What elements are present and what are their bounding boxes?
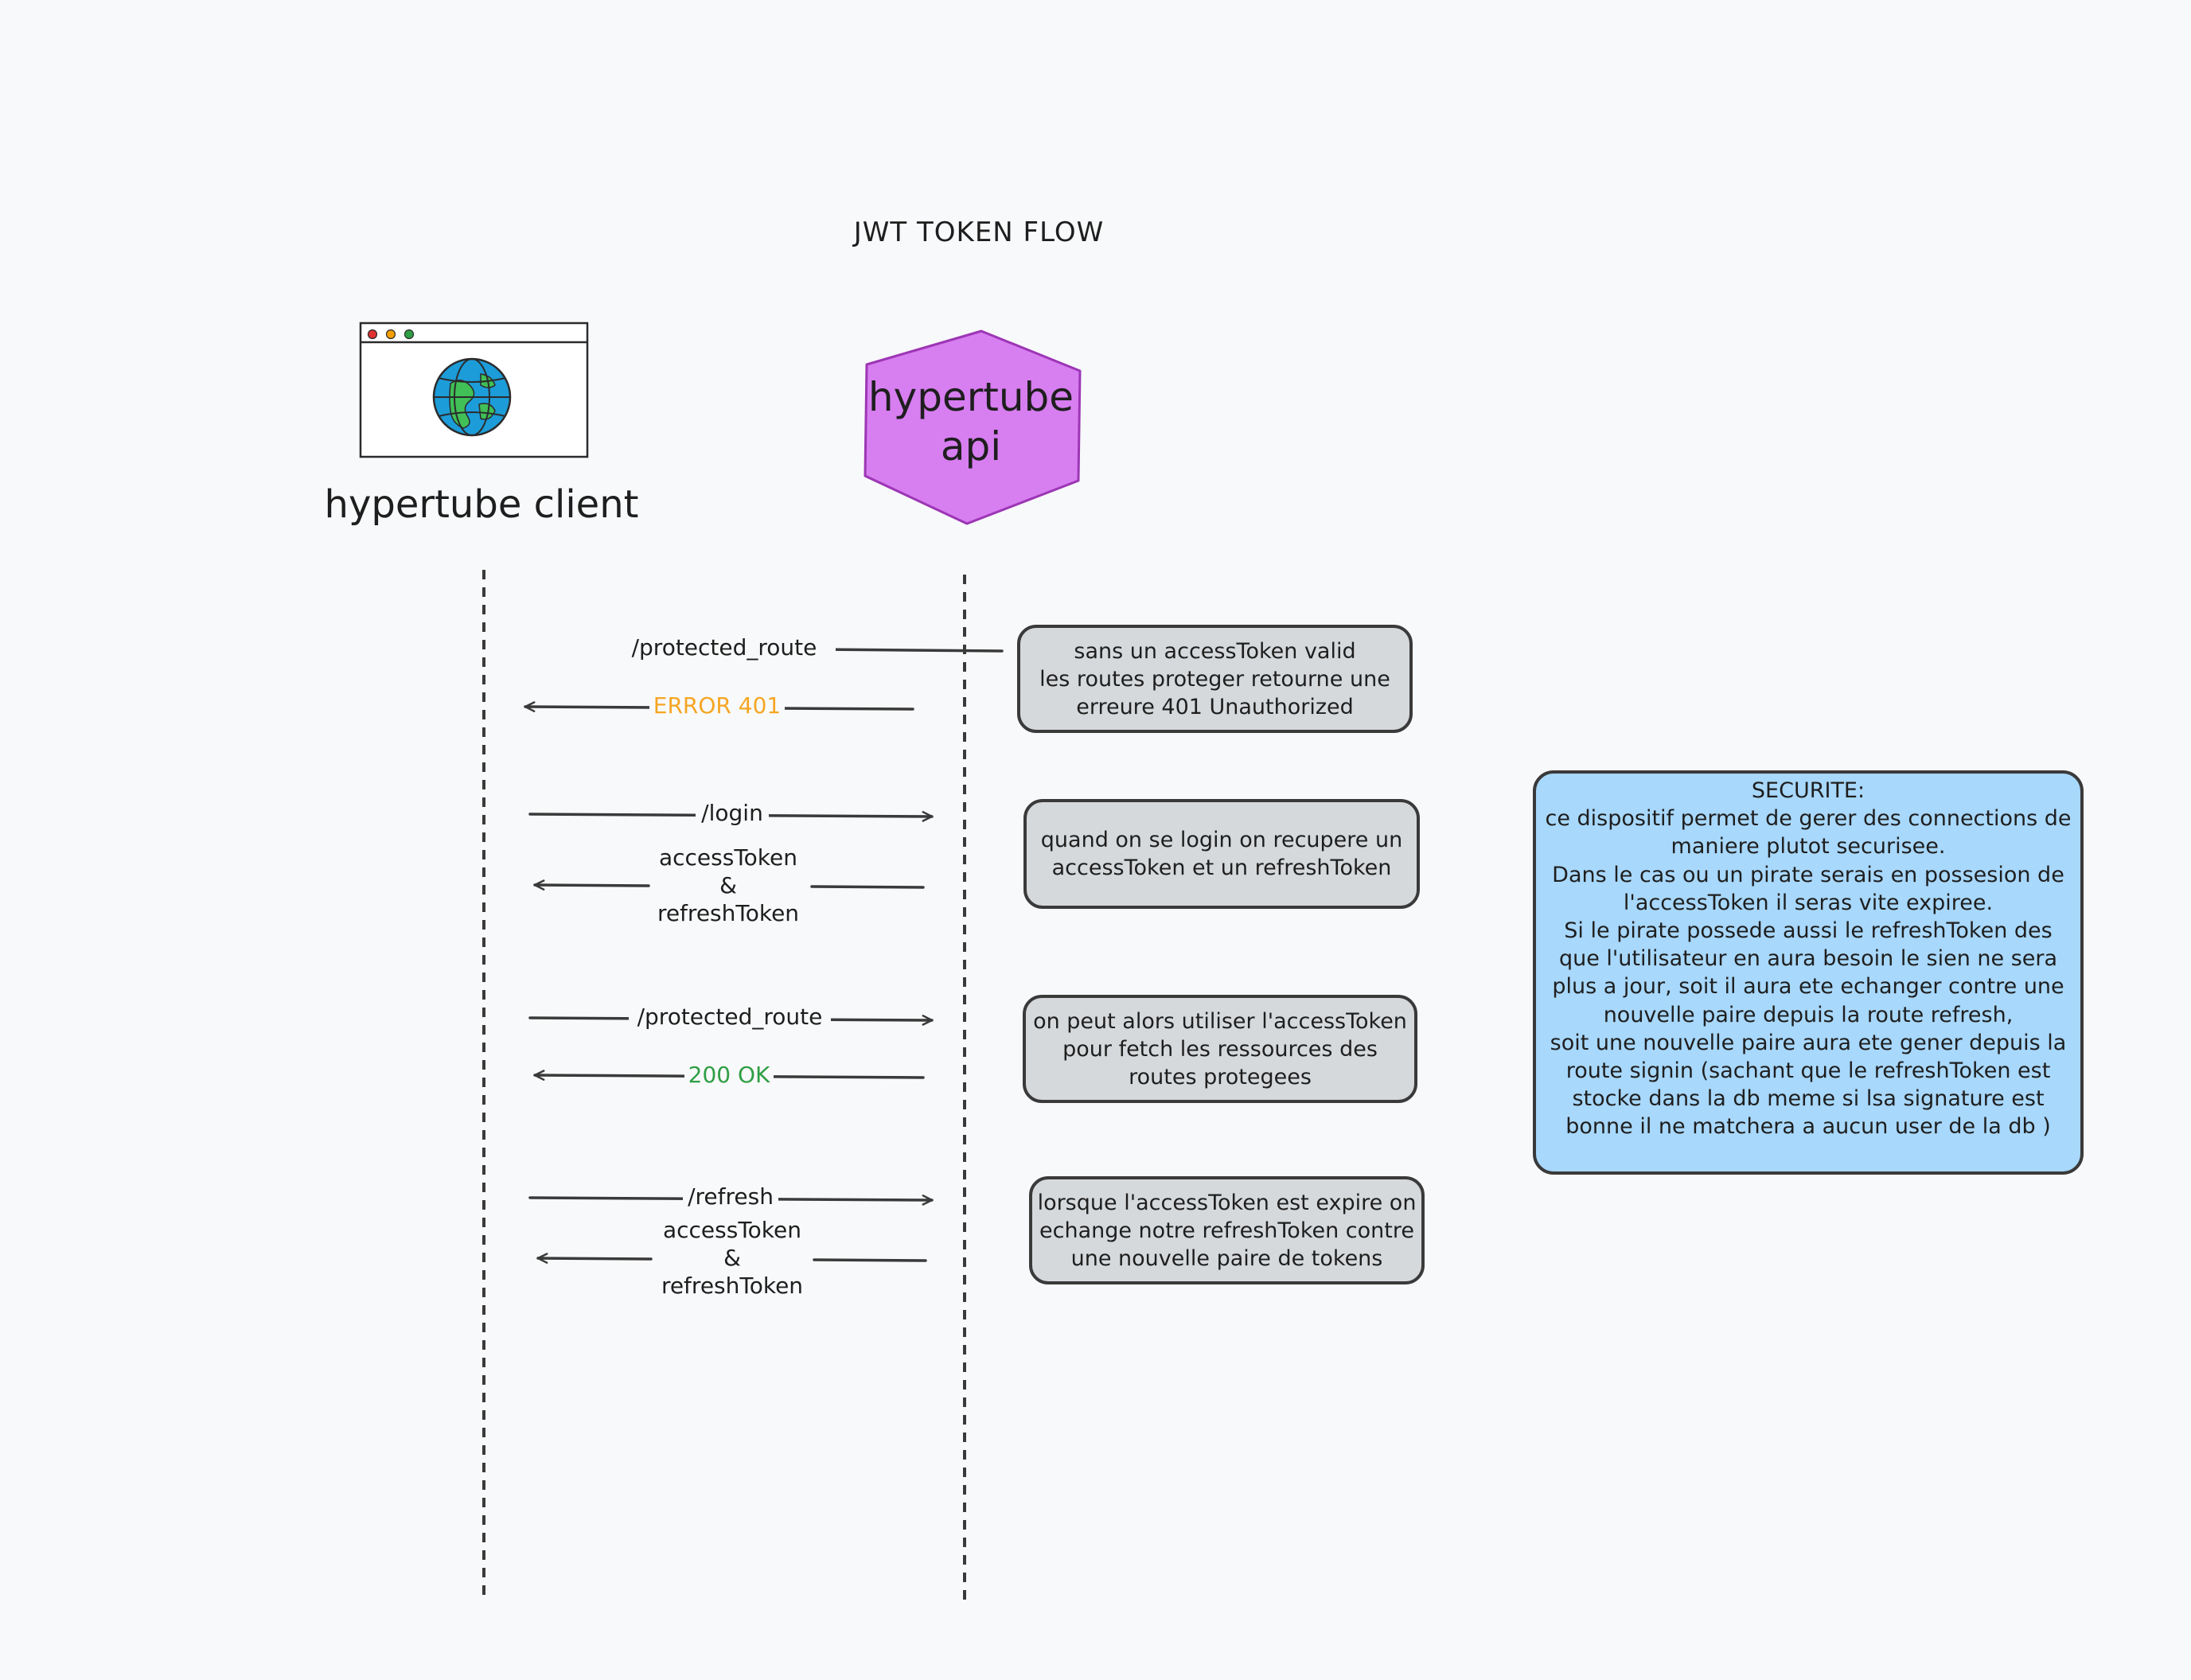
security-note-line: soit une nouvelle paire aura ete gener d… xyxy=(1550,1030,2067,1055)
token-line: accessToken xyxy=(662,1217,801,1243)
note-refresh: lorsque l'accessToken est expire on echa… xyxy=(1029,1176,1425,1284)
login-response-label: accessToken & refreshToken xyxy=(637,844,820,927)
security-note-line: plus a jour, soit il aura ete echanger c… xyxy=(1552,974,2064,1000)
security-note-line: Si le pirate possede aussi le refreshTok… xyxy=(1564,918,2053,944)
security-note-line: route signin (sachant que le refreshToke… xyxy=(1565,1058,2051,1084)
note-line: lorsque l'accessToken est expire on xyxy=(1037,1190,1417,1215)
note-line: pour fetch les ressources des xyxy=(1062,1036,1378,1062)
api-label-line: hypertube xyxy=(867,374,1074,420)
security-note: SECURITE: ce dispositif permet de gerer … xyxy=(1533,770,2084,1175)
security-note-line: que l'utilisateur en aura besoin le sien… xyxy=(1558,946,2058,972)
note-line: sans un accessToken valid xyxy=(1074,638,1356,664)
note-login: quand on se login on recupere un accessT… xyxy=(1023,799,1420,909)
note-line: routes protegees xyxy=(1129,1064,1312,1089)
token-line: & xyxy=(719,872,737,898)
security-note-line: l'accessToken il seras vite expiree. xyxy=(1623,890,1994,915)
security-note-heading: SECURITE: xyxy=(1751,778,1865,803)
browser-globe-icon xyxy=(359,322,589,458)
login-response-arrow xyxy=(533,879,650,891)
protected-route-request-line xyxy=(820,648,1004,653)
refresh-response-arrow-right xyxy=(813,1258,927,1262)
note-protected-access: on peut alors utiliser l'accessToken pou… xyxy=(1023,995,1417,1103)
refresh-request-label: /refresh xyxy=(683,1183,778,1210)
login-request-label: /login xyxy=(696,800,769,826)
note-line: erreure 401 Unauthorized xyxy=(1076,694,1354,719)
client-label: hypertube client xyxy=(324,482,639,527)
ok-200-label: 200 OK xyxy=(684,1062,774,1088)
error-401-label: ERROR 401 xyxy=(649,692,785,719)
security-note-line: Dans le cas ou un pirate serais en posse… xyxy=(1552,862,2064,887)
security-note-line: nouvelle paire depuis la route refresh, xyxy=(1603,1002,2014,1027)
token-line: & xyxy=(723,1245,741,1271)
security-note-line: stocke dans la db meme si lsa signature … xyxy=(1572,1086,2045,1112)
security-note-line: bonne il ne matchera a aucun user de la … xyxy=(1565,1114,2051,1140)
note-line: une nouvelle paire de tokens xyxy=(1070,1245,1383,1271)
refresh-response-arrow xyxy=(536,1253,653,1264)
security-note-line: maniere plutot securisee. xyxy=(1671,834,1946,859)
token-line: refreshToken xyxy=(657,900,800,926)
api-label: hypertube api xyxy=(867,372,1074,471)
api-label-line: api xyxy=(940,423,1002,470)
token-line: refreshToken xyxy=(661,1273,804,1299)
note-no-access-token: sans un accessToken valid les routes pro… xyxy=(1017,625,1413,733)
api-hexagon xyxy=(864,329,1082,525)
refresh-response-label: accessToken & refreshToken xyxy=(641,1216,824,1300)
note-line: on peut alors utiliser l'accessToken xyxy=(1033,1008,1407,1034)
note-line: quand on se login on recupere un xyxy=(1040,828,1403,852)
diagram-title: JWT TOKEN FLOW xyxy=(853,216,1105,248)
security-note-line: ce dispositif permet de gerer des connec… xyxy=(1545,806,2072,832)
protected-route-2-request-label: /protected_route xyxy=(629,1004,831,1030)
protected-route-request-label: /protected_route xyxy=(613,634,836,661)
note-line: accessToken et un refreshToken xyxy=(1051,856,1392,880)
note-line: echange notre refreshToken contre xyxy=(1039,1218,1414,1243)
note-line: les routes proteger retourne une xyxy=(1039,666,1390,692)
token-line: accessToken xyxy=(658,844,797,871)
